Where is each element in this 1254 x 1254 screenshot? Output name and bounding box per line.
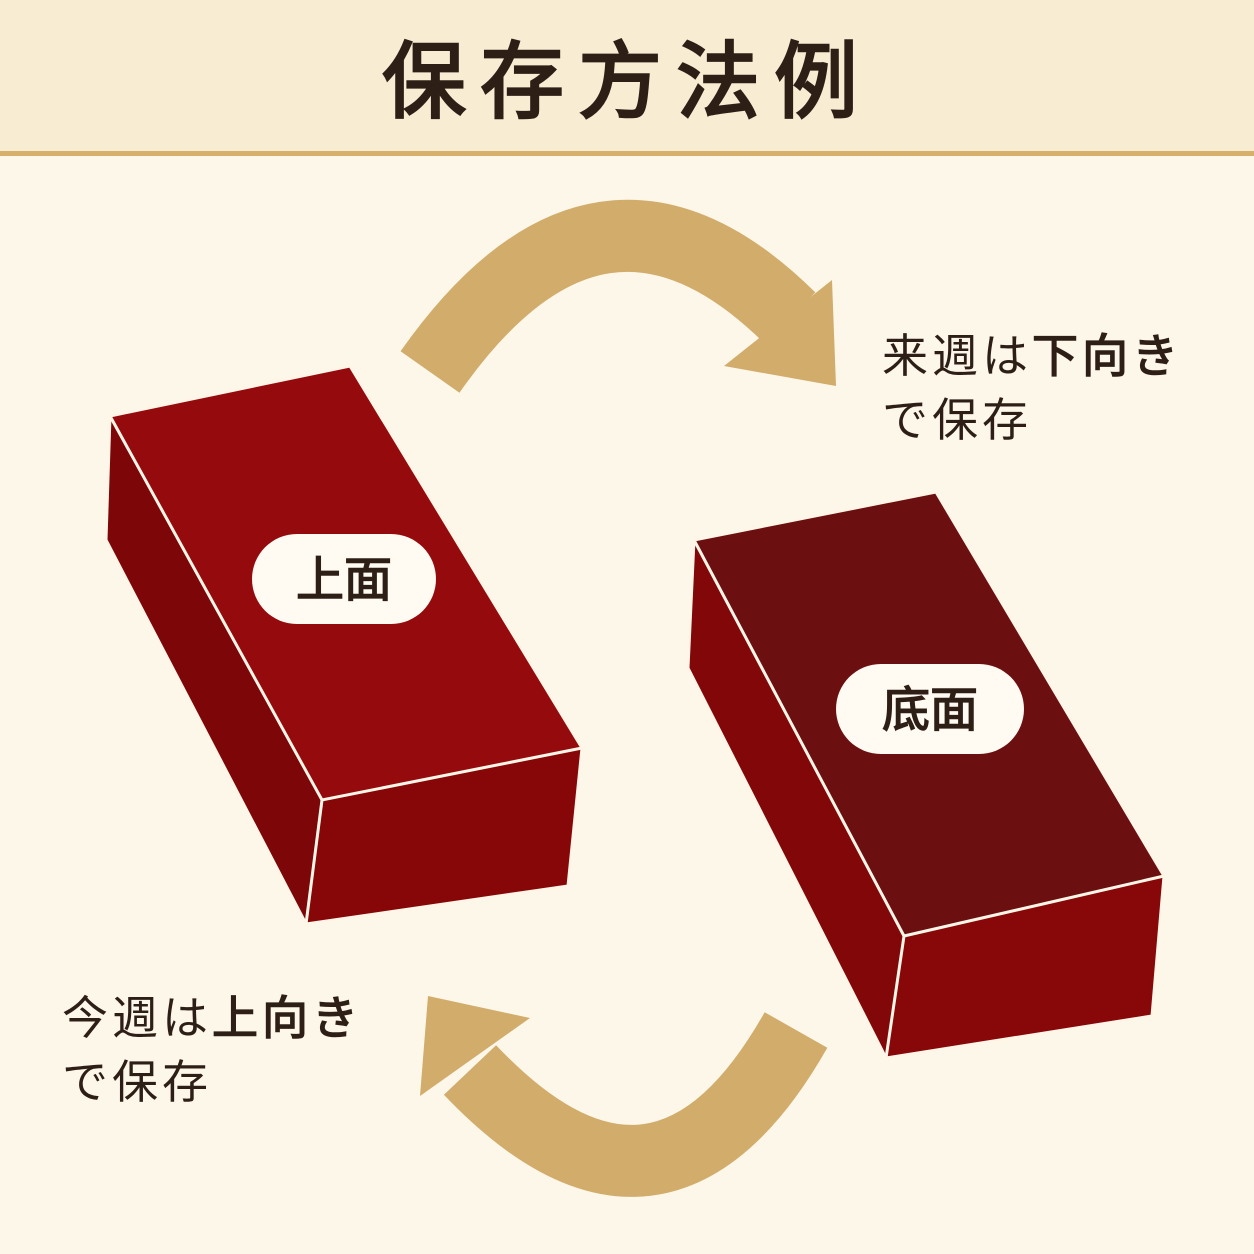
box-top-up: [104, 364, 584, 926]
caption-this-week-emphasis: 上向き: [212, 991, 362, 1045]
label-bottom-face: 底面: [836, 664, 1024, 754]
cycle-arrow-bottom-icon: [420, 996, 828, 1197]
label-top-face-text: 上面: [296, 552, 392, 608]
caption-next-week-prefix: 来週は: [882, 329, 1032, 383]
caption-this-week-prefix: 今週は: [62, 991, 212, 1045]
caption-this-week-line1: 今週は上向き: [62, 986, 362, 1050]
cycle-arrow-top-icon: [400, 199, 836, 393]
page-title: 保存方法例: [381, 32, 872, 131]
caption-next-week: 来週は下向き で保存: [882, 324, 1182, 452]
label-top-face: 上面: [252, 534, 436, 624]
caption-next-week-line1: 来週は下向き: [882, 324, 1182, 388]
box-bottom-up: [686, 490, 1166, 1060]
label-bottom-face-text: 底面: [882, 682, 978, 738]
caption-this-week: 今週は上向き で保存: [62, 986, 362, 1114]
header-banner: 保存方法例: [0, 0, 1254, 156]
caption-next-week-emphasis: 下向き: [1032, 329, 1182, 383]
caption-this-week-line2: で保存: [62, 1055, 212, 1109]
caption-next-week-line2: で保存: [882, 393, 1032, 447]
